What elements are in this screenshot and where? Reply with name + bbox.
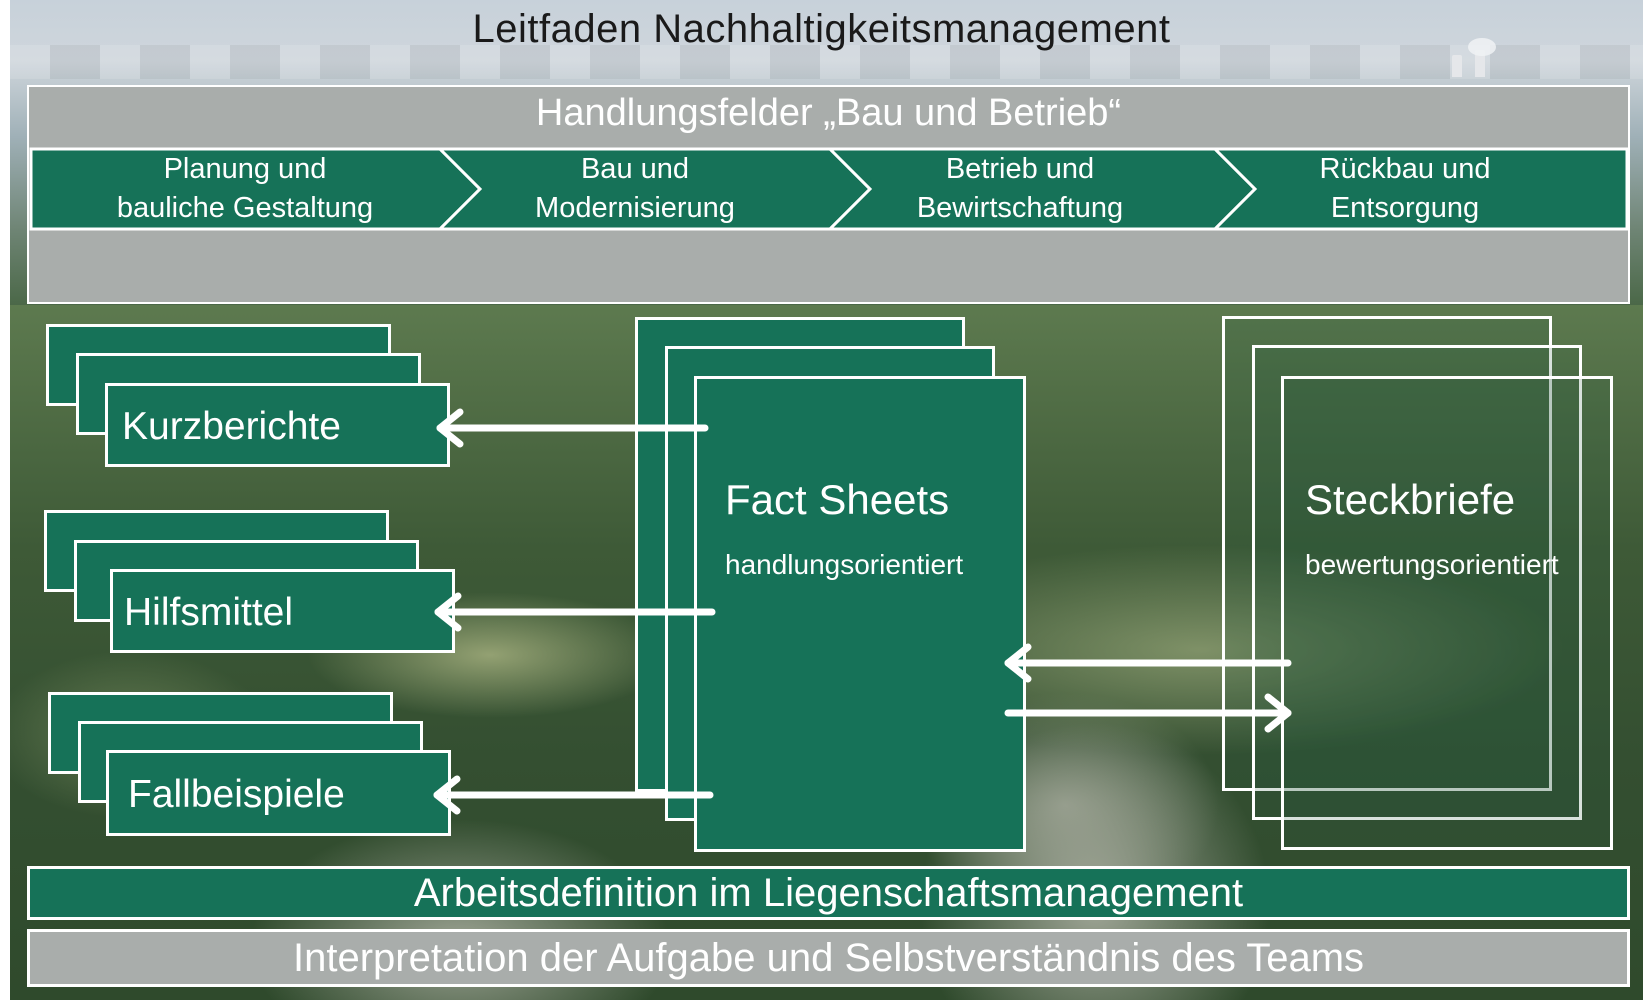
phase-label-line2: Bewirtschaftung (916, 192, 1124, 224)
background-horizon-texture (10, 45, 1643, 79)
phase-chevron-4 (1211, 147, 1629, 231)
steckbriefe-title: Steckbriefe (1305, 476, 1516, 523)
cooling-tower-left (1452, 55, 1462, 77)
arrow-steckbriefe-to-fact-sheets (1004, 643, 1292, 683)
hilfsmittel-card-front (110, 569, 455, 653)
phase-label-line2: Modernisierung (535, 192, 735, 224)
phase-label-line2: Entsorgung (1330, 192, 1480, 224)
phase-label-line1: Rückbau und (1319, 153, 1491, 185)
phase-label-line2: bauliche Gestaltung (116, 192, 374, 224)
fact-sheets-title: Fact Sheets (725, 476, 950, 523)
phase-label-betrieb: Betrieb und Bewirtschaftung (865, 150, 1175, 230)
steckbriefe-subtitle: bewertungsorientiert (1305, 549, 1559, 580)
arrow-to-kurzberichte (436, 408, 709, 448)
arrow-to-hilfsmittel (434, 592, 716, 632)
steckbriefe-card-middle (1252, 345, 1582, 820)
phase-label-line1: Planung und (163, 153, 327, 185)
fact-sheets-card-front (694, 376, 1026, 852)
phase-label-rueckbau: Rückbau und Entsorgung (1250, 150, 1560, 230)
diagram-title: Leitfaden Nachhaltigkeitsmanagement (472, 7, 1171, 51)
phase-label-line1: Bau und (580, 153, 690, 185)
arrow-fact-sheets-to-steckbriefe (1004, 693, 1292, 733)
interpretation-label: Interpretation der Aufgabe und Selbstver… (292, 936, 1365, 980)
phase-label-planung: Planung und bauliche Gestaltung (40, 150, 450, 230)
header-title: Handlungsfelder „Bau und Betrieb“ (535, 92, 1122, 134)
phase-label-bau: Bau und Modernisierung (475, 150, 795, 230)
steckbriefe-card-front (1281, 376, 1613, 850)
phase-label-line1: Betrieb und (945, 153, 1095, 185)
fallbeispiele-label: Fallbeispiele (128, 773, 345, 816)
fact-sheets-subtitle: handlungsorientiert (725, 549, 964, 580)
kurzberichte-label: Kurzberichte (122, 405, 341, 448)
interpretation-bar (27, 929, 1630, 987)
kurzberichte-card-front (105, 383, 450, 467)
arrow-to-fallbeispiele (433, 775, 714, 815)
arbeitsdefinition-bar (27, 866, 1630, 920)
steam-plume (1468, 38, 1496, 56)
cooling-tower-right (1475, 50, 1485, 77)
arbeitsdefinition-label: Arbeitsdefinition im Liegenschaftsmanage… (413, 871, 1244, 915)
hilfsmittel-label: Hilfsmittel (124, 591, 294, 634)
